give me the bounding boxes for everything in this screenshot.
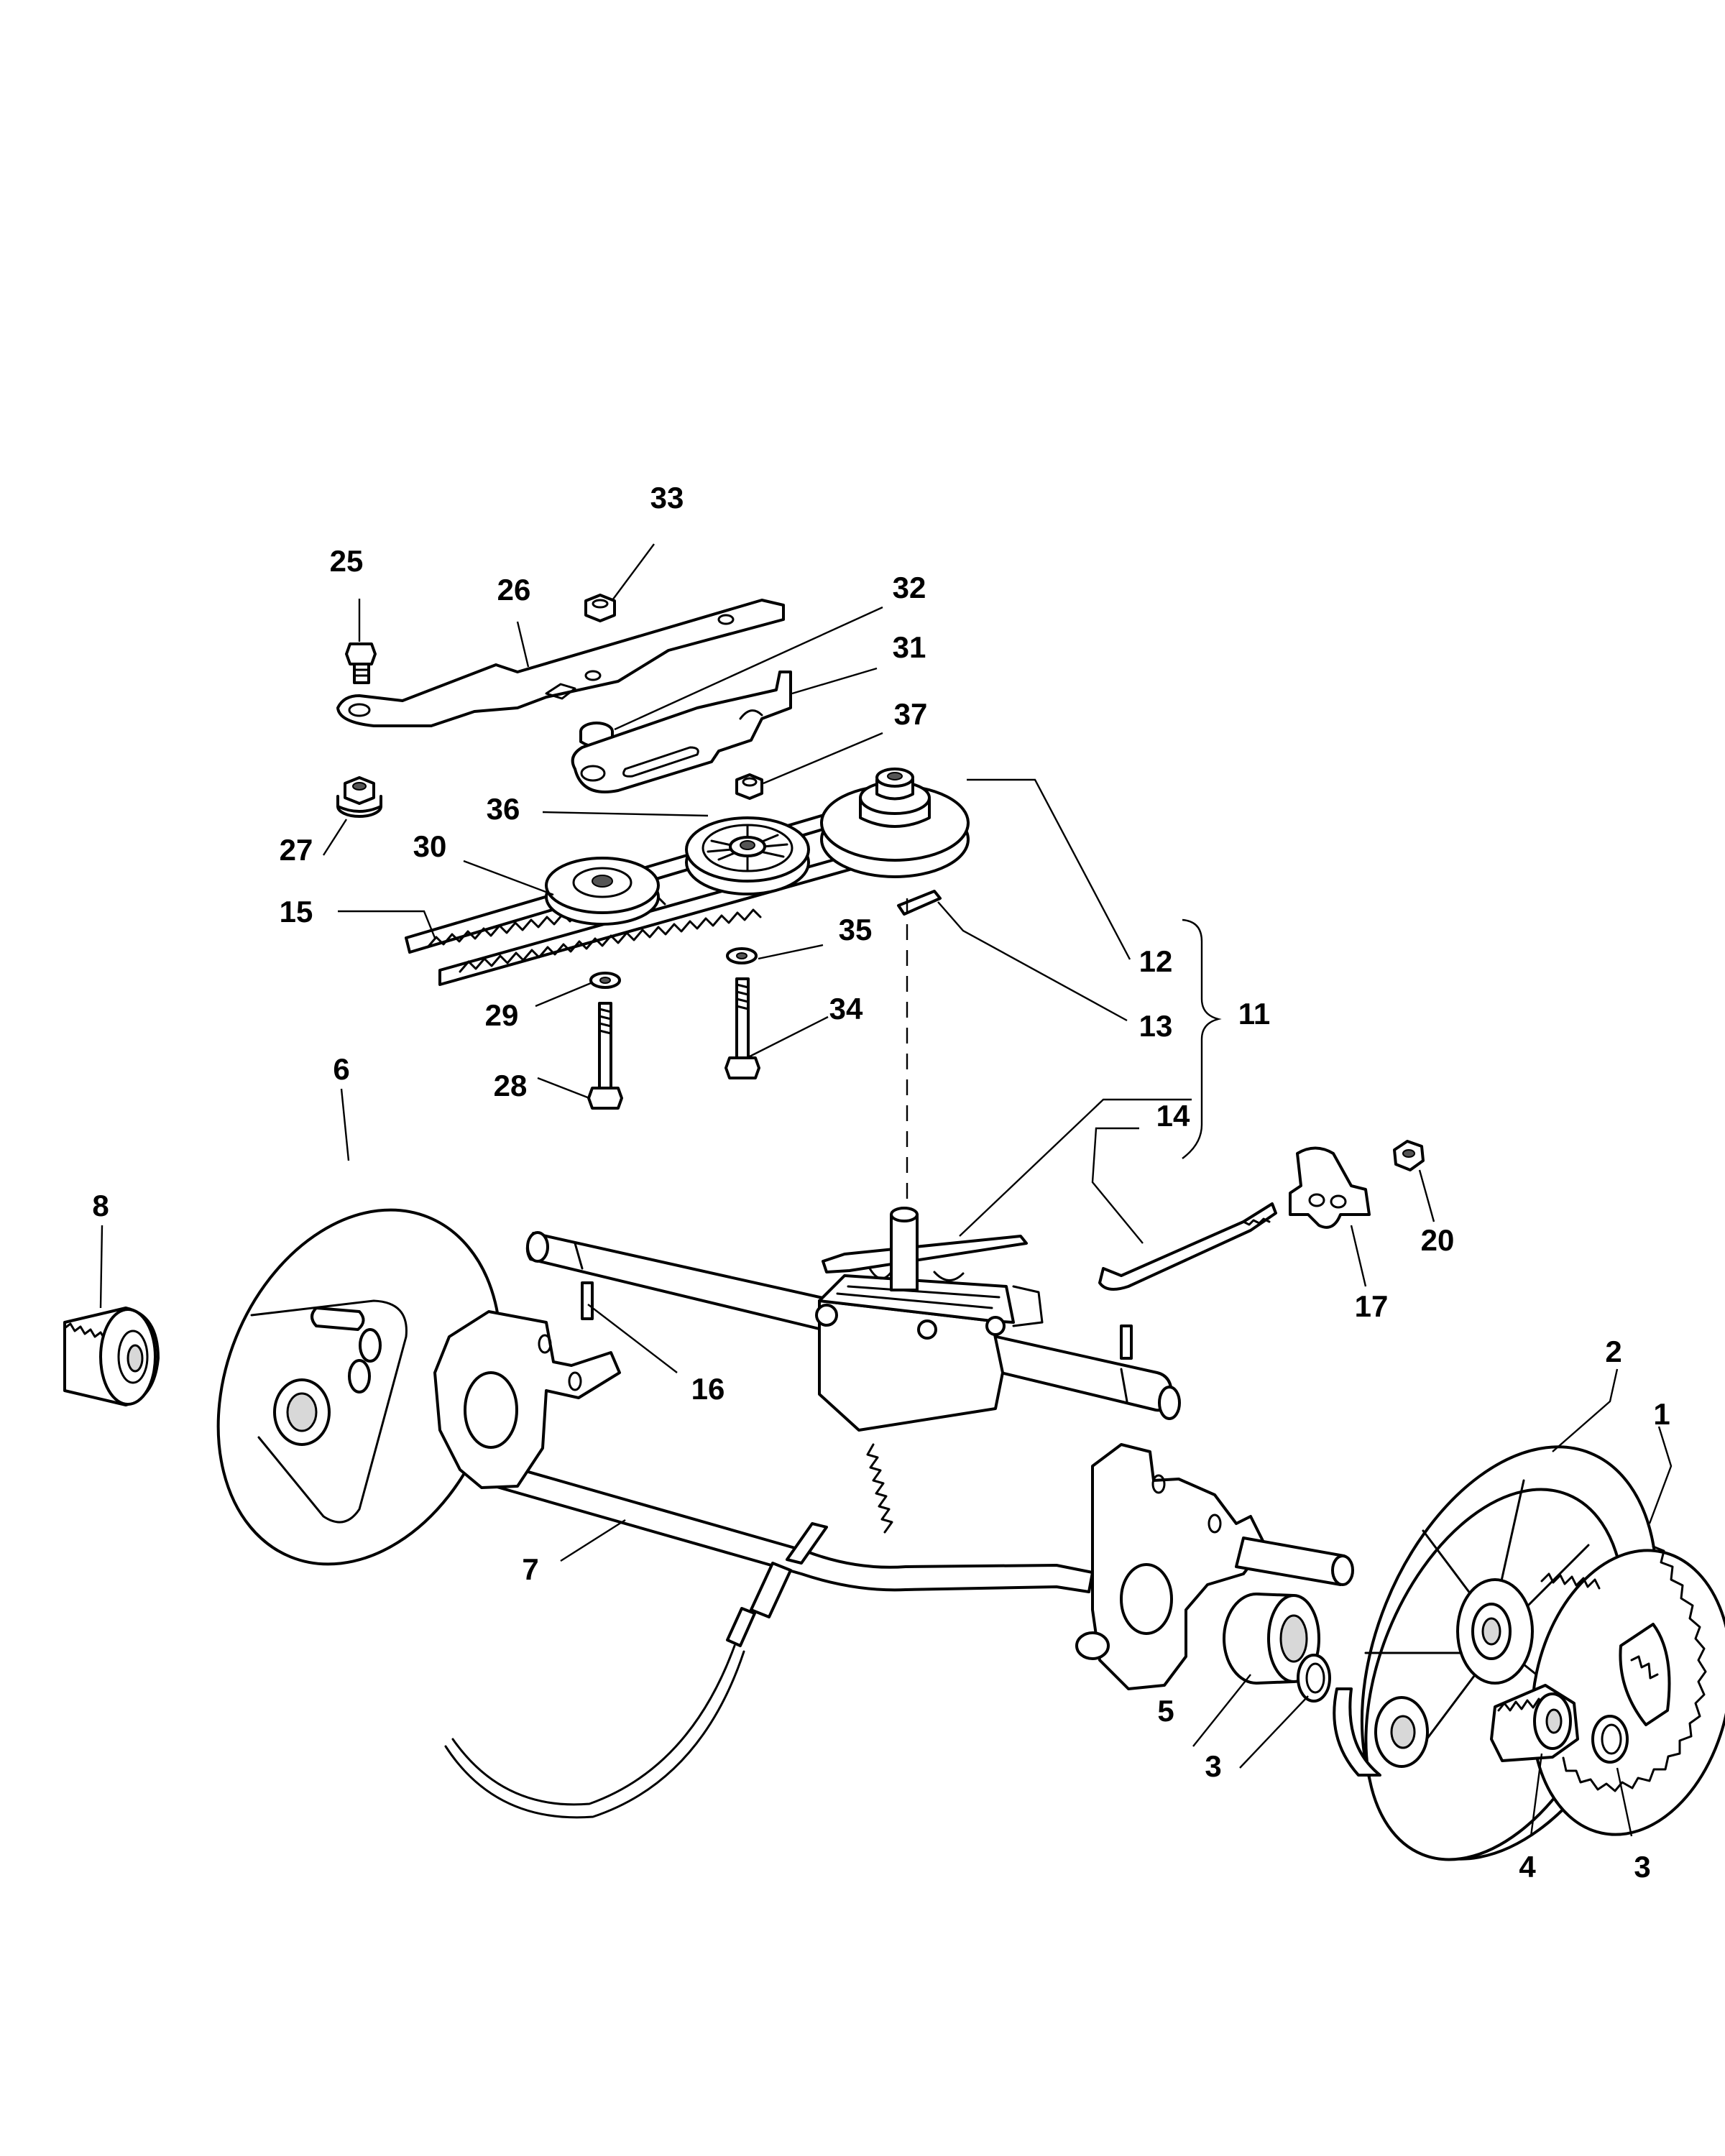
part-37-nut (735, 773, 763, 800)
part-1-large-gear (1530, 1545, 1725, 1836)
throttle-cable (444, 1443, 893, 1819)
callout-4: 4 (1519, 1850, 1536, 1884)
leader-lines (99, 543, 1673, 1837)
part-26-plate (336, 599, 785, 727)
part-17-bracket (1289, 1146, 1371, 1229)
part-13-key (897, 890, 942, 916)
part-25-bolt (345, 642, 377, 684)
callout-12: 12 (1139, 944, 1173, 978)
callout-15: 15 (280, 895, 313, 929)
callout-6: 6 (333, 1052, 349, 1086)
gearbox (815, 1207, 1044, 1432)
part-30-pulley (545, 857, 660, 926)
callout-3b: 3 (1634, 1850, 1650, 1884)
callout-32: 32 (893, 571, 926, 604)
part-27-flange-nut (336, 776, 382, 818)
callout-5: 5 (1157, 1694, 1174, 1728)
callout-2: 2 (1605, 1335, 1622, 1368)
callout-14: 14 (1156, 1099, 1190, 1133)
callout-30: 30 (413, 829, 447, 863)
part-7-axle-rod (433, 1310, 1354, 1690)
callout-36: 36 (487, 792, 520, 826)
part-3-washer-a (1297, 1654, 1331, 1703)
callout-27: 27 (280, 833, 313, 867)
callout-labels: 1 2 3 3 4 5 6 7 8 11 12 13 14 15 16 17 2… (92, 481, 1670, 1884)
callout-17: 17 (1355, 1289, 1389, 1323)
callout-35: 35 (839, 913, 873, 946)
part-6-wheel-cover (216, 1208, 502, 1566)
callout-31: 31 (893, 630, 926, 664)
part-16-pin (581, 1281, 1133, 1360)
part-31-tensioner-arm (571, 671, 792, 793)
callout-26: 26 (497, 573, 531, 607)
callout-3a: 3 (1205, 1749, 1221, 1783)
part-36-pulley (685, 816, 810, 895)
part-35-washer (726, 947, 758, 964)
callout-11: 11 (1238, 997, 1270, 1031)
callout-1: 1 (1653, 1397, 1670, 1431)
part-8-gear-bushing (63, 1307, 160, 1406)
part-29-washer (589, 972, 621, 989)
part-20-nut (1393, 1140, 1425, 1171)
callout-16: 16 (691, 1372, 725, 1406)
callout-28: 28 (494, 1069, 528, 1102)
callout-33: 33 (650, 481, 684, 515)
callout-8: 8 (92, 1189, 109, 1222)
group-bracket-11 (1182, 918, 1222, 1159)
part-4-pinion (1490, 1684, 1579, 1762)
part-12-drive-pulley (820, 768, 970, 878)
part-5-bearing (1223, 1593, 1320, 1685)
callout-25: 25 (330, 544, 364, 578)
callout-7: 7 (522, 1552, 538, 1586)
callout-20: 20 (1421, 1223, 1455, 1257)
callout-29: 29 (485, 998, 519, 1032)
part-14-lever-rod (1098, 1202, 1277, 1291)
part-3-washer-b (1591, 1715, 1629, 1764)
callout-13: 13 (1139, 1009, 1173, 1043)
part-33-nut (584, 594, 616, 622)
callout-37: 37 (894, 697, 928, 731)
callout-34: 34 (829, 992, 863, 1026)
part-28-bolt (587, 1002, 623, 1110)
part-34-bolt (724, 977, 760, 1079)
